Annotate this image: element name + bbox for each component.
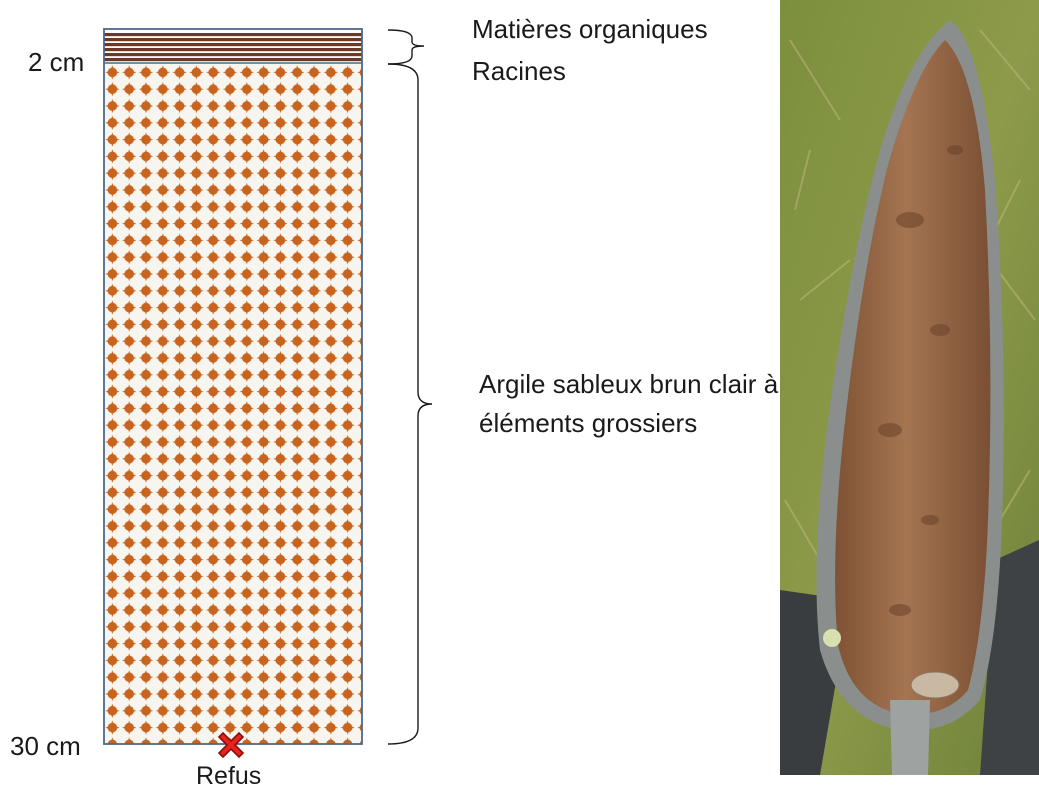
organic-layer-brace [388,30,424,64]
organic-stripe [104,53,362,56]
clay-layer-brace [388,64,432,744]
organic-stripe [104,48,362,51]
organic-stripe [104,38,362,41]
organic-stripe [104,33,362,36]
soil-core-photo [780,0,1039,775]
sandy-clay-layer [104,63,362,744]
depth-label-top: 2 cm [28,44,84,80]
organic-layer [104,29,362,63]
organic-stripe [104,43,362,46]
depth-label-bottom: 30 cm [10,728,81,764]
refusal-label: Refus [196,758,261,794]
sandy-clay-layer-label: Argile sableux brun clair à éléments gro… [479,365,779,443]
organic-layer-label: Matières organiques Racines [472,8,708,92]
organic-stripe [104,58,362,61]
